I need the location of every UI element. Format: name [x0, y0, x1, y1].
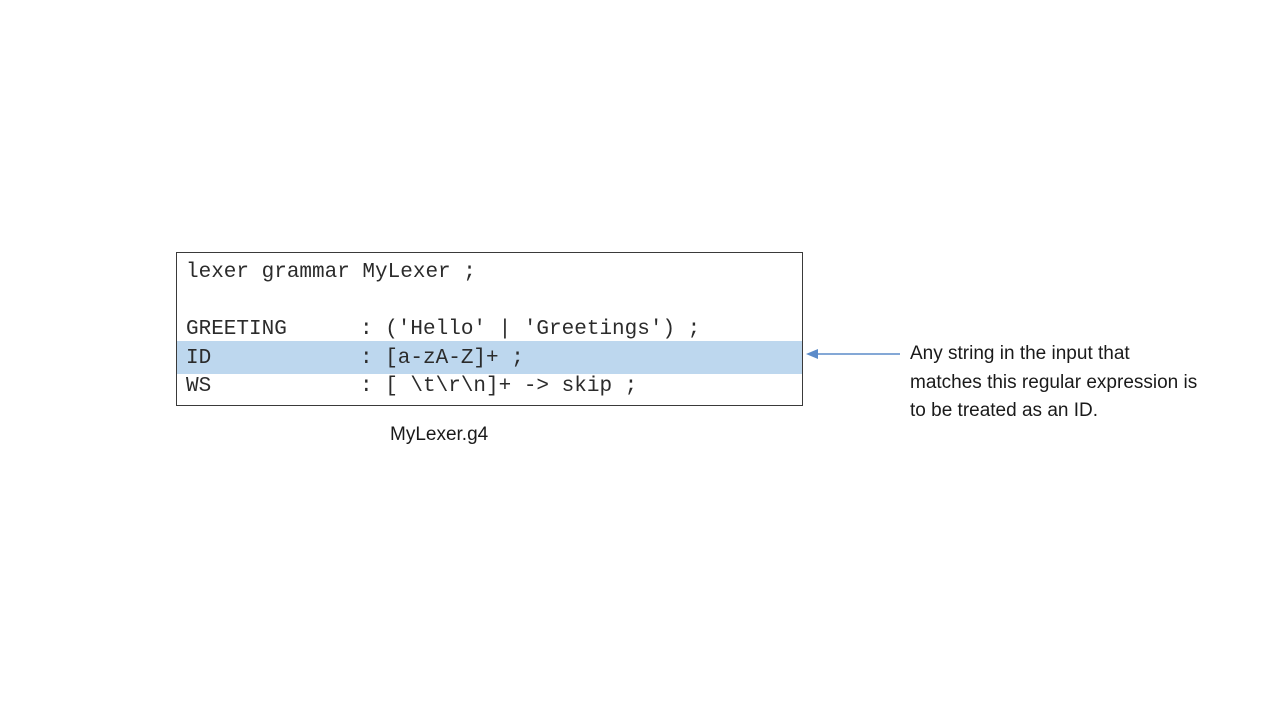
rule-name: ID	[186, 347, 212, 370]
annotation-line: to be treated as an ID.	[910, 400, 1099, 421]
annotation-line: matches this regular expression is	[910, 371, 1198, 393]
rule-definition: : ('Hello' | 'Greetings') ;	[360, 318, 701, 341]
id-rule-highlight	[177, 341, 802, 374]
annotation-line: Any string in the input that	[910, 343, 1130, 364]
rule-name: GREETING	[186, 318, 287, 341]
rule-line-greeting: GREETING : ('Hello' | 'Greetings') ;	[177, 315, 802, 344]
rule-line-ws: WS : [ \t\r\n]+ -> skip ;	[177, 372, 802, 401]
rule-line-id: ID : [a-zA-Z]+ ;	[177, 344, 802, 373]
arrow-head-icon	[806, 349, 818, 359]
grammar-code-box: lexer grammar MyLexer ; GREETING : ('Hel…	[176, 252, 803, 406]
annotation-text: Any string in the input that matches thi…	[910, 340, 1250, 426]
grammar-header: lexer grammar MyLexer ;	[186, 261, 476, 284]
rule-definition: : [a-zA-Z]+ ;	[360, 347, 524, 370]
rule-name: WS	[186, 375, 212, 398]
rule-definition: : [ \t\r\n]+ -> skip ;	[360, 375, 638, 398]
grammar-header-line: lexer grammar MyLexer ;	[177, 258, 802, 287]
file-caption: MyLexer.g4	[390, 424, 489, 445]
